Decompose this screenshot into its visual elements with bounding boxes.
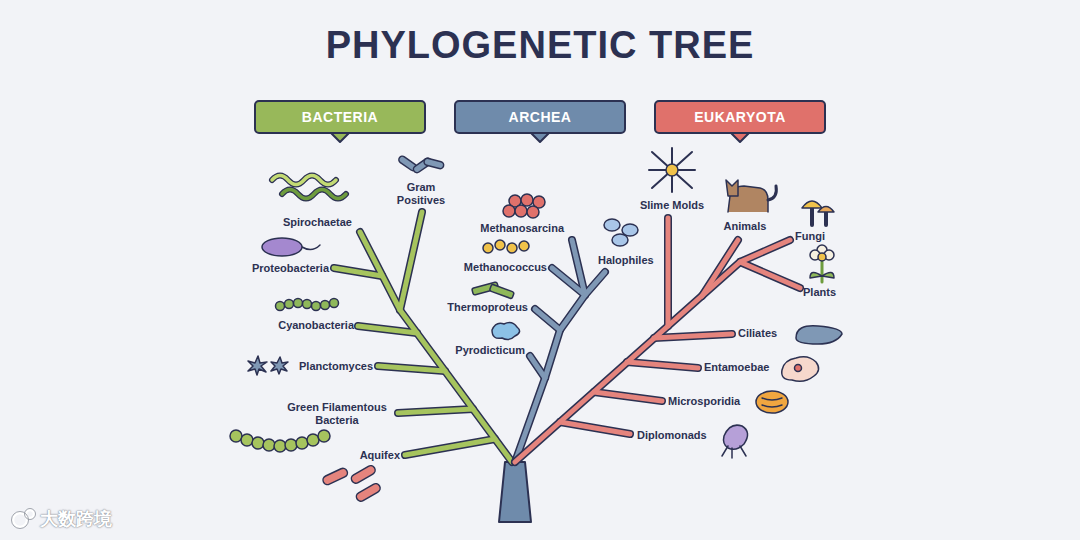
domain-name: EUKARYOTA: [694, 109, 786, 125]
taxon-label: Microsporidia: [668, 395, 740, 408]
taxon-label: Planctomyces: [299, 360, 373, 373]
taxon-label: Pyrodicticum: [455, 344, 525, 357]
taxon-label: Plants: [803, 286, 836, 299]
taxon-label: Aquifex: [360, 449, 400, 462]
domain-name: BACTERIA: [302, 109, 378, 125]
diagram-title: PHYLOGENETIC TREE: [326, 24, 755, 67]
domain-header-box: BACTERIA: [254, 100, 426, 134]
taxon-label: Methanococcus: [464, 261, 547, 274]
domain-header-box: EUKARYOTA: [654, 100, 826, 134]
taxon-label: Fungi: [795, 230, 825, 243]
taxon-label: Diplomonads: [637, 429, 707, 442]
watermark: 大数跨境: [40, 508, 112, 530]
taxon-label: Halophiles: [598, 254, 654, 267]
taxon-label: Green Filamentous Bacteria: [281, 401, 393, 427]
taxon-label: Methanosarcina: [480, 222, 564, 235]
taxon-label: Thermoproteus: [447, 301, 528, 314]
domain-header-box: ARCHEA: [454, 100, 626, 134]
taxon-label: Spirochaetae: [283, 216, 352, 229]
taxon-label: Proteobacteria: [252, 262, 329, 275]
taxon-label: Entamoebae: [704, 361, 769, 374]
domain-name: ARCHEA: [509, 109, 572, 125]
taxon-label: Slime Molds: [640, 199, 704, 212]
taxon-label: Cyanobacteria: [278, 319, 354, 332]
taxon-label: Gram Positives: [390, 181, 452, 207]
taxon-label: Animals: [724, 220, 767, 233]
taxon-label: Ciliates: [738, 327, 777, 340]
